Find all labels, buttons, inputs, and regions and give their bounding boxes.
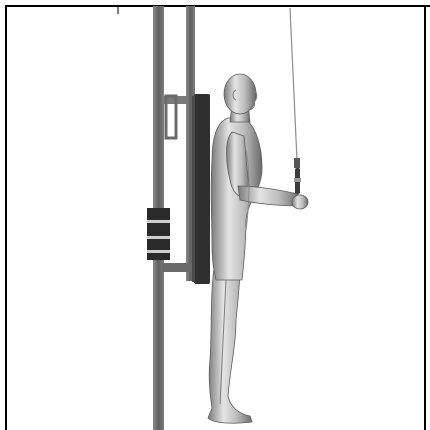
cable xyxy=(290,8,297,160)
weight-clamp-band-2 xyxy=(147,236,170,239)
back-pad-edge xyxy=(192,96,195,282)
frame-bar-lower xyxy=(162,263,192,272)
cable-clip xyxy=(294,158,300,168)
weight-clamp-band-1 xyxy=(147,220,170,223)
cable-rope-band xyxy=(294,178,301,182)
figure-legs xyxy=(208,268,252,423)
figure-hand xyxy=(292,195,308,209)
figure-head xyxy=(224,74,256,114)
back-pad xyxy=(194,94,210,284)
weight-clamp-band-3 xyxy=(147,250,170,253)
